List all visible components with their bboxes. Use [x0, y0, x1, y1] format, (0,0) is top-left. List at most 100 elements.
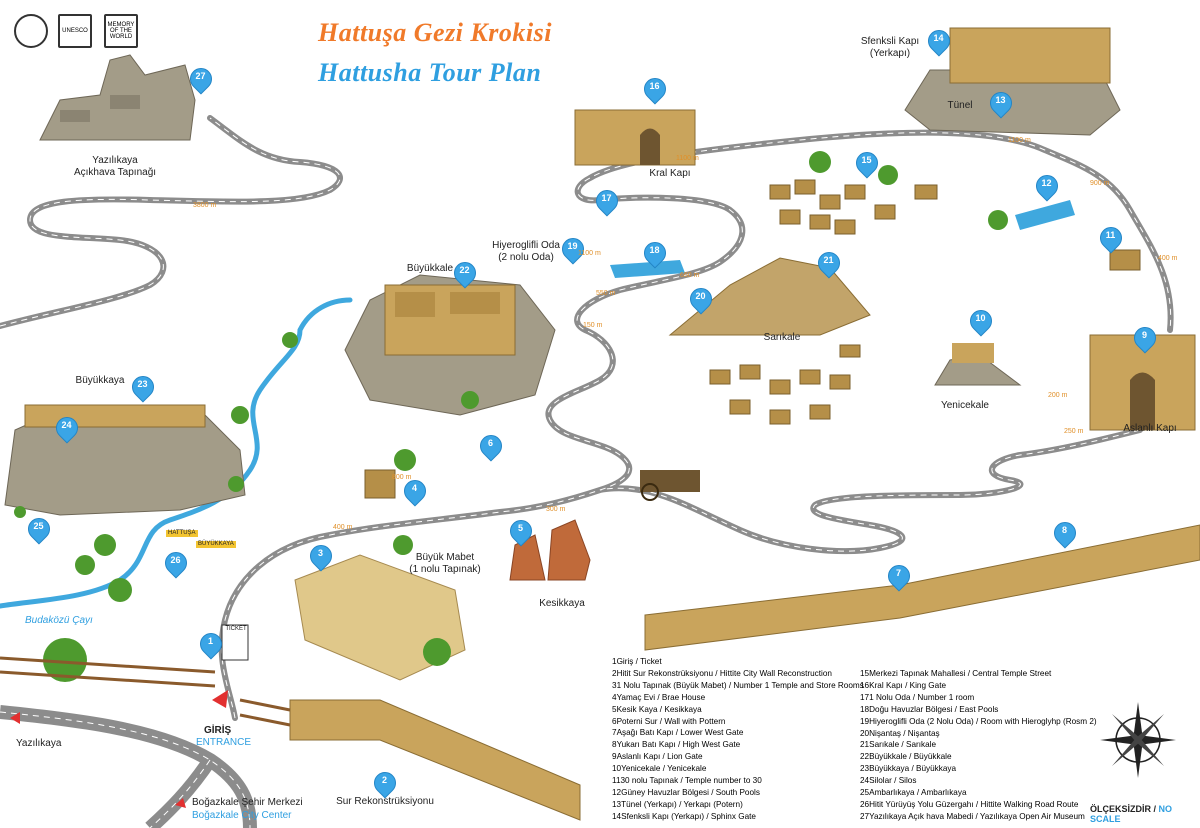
distance-marker: 300 m: [546, 506, 566, 513]
map-pin-18[interactable]: 18: [639, 237, 671, 270]
legend-separator: /: [633, 657, 641, 666]
legend-name-tr: Sfenksli Kapı (Yerkapı): [621, 811, 705, 821]
map-pin-8[interactable]: 8: [1049, 517, 1081, 550]
map-pin-number: 23: [137, 379, 148, 389]
legend-row: 21Sarıkale / Sarıkale: [860, 739, 1097, 751]
scale-note: ÖLÇEKSİZDİR / NO SCALE: [1090, 804, 1173, 824]
buyukkale-citadel: [344, 274, 556, 416]
place-label-2: Sur Rekonstrüksiyonu: [330, 796, 440, 808]
legend-separator: /: [900, 728, 908, 738]
map-pin-11[interactable]: 11: [1095, 222, 1127, 255]
map-pin-24[interactable]: 24: [51, 412, 83, 445]
legend-name-en: Ambarlıkaya: [921, 788, 967, 798]
map-pin-number: 14: [933, 33, 944, 43]
legend-name-tr: Silolar: [869, 776, 892, 786]
city-wall: [644, 524, 1200, 651]
map-pin-number: 3: [317, 548, 323, 558]
place-label-line: (Yerkapı): [869, 47, 911, 59]
legend-name-tr: 30 nolu Tapınak: [620, 776, 679, 786]
map-pin-2[interactable]: 2: [369, 767, 401, 800]
legend-row: 26Hitit Yürüyüş Yolu Güzergahı / Hittite…: [860, 799, 1097, 811]
legend-number: 21: [860, 740, 870, 750]
legend-name-en: Central Temple Street: [972, 669, 1052, 678]
map-pin-14[interactable]: 14: [923, 25, 955, 58]
legend-separator: /: [906, 752, 914, 762]
place-label-line: Kral Kapı: [649, 168, 691, 179]
map-pin-17[interactable]: 17: [591, 185, 623, 218]
map-pin-25[interactable]: 25: [23, 513, 55, 546]
compass-icon: [1098, 700, 1178, 780]
place-label-21: Sarıkale: [752, 332, 812, 344]
map-pin-27[interactable]: 27: [185, 63, 217, 96]
kesikkaya-rock: [509, 519, 591, 581]
map-pin-21[interactable]: 21: [813, 247, 845, 280]
map-pin-13[interactable]: 13: [985, 87, 1017, 120]
map-pin-9[interactable]: 9: [1129, 322, 1161, 355]
legend-separator: /: [660, 752, 668, 762]
map-pin-7[interactable]: 7: [883, 560, 915, 593]
direction-arrows: [10, 690, 228, 808]
map-pin-number: 5: [517, 523, 523, 533]
legend-separator: /: [678, 776, 685, 786]
map-pin-number: 6: [487, 438, 493, 448]
legend-row: 23Büyükkaya / Büyükkaya: [860, 763, 1097, 775]
legend-number: 14: [612, 811, 622, 821]
map-pin-number: 1: [207, 636, 213, 646]
map-pin-26[interactable]: 26: [160, 547, 192, 580]
legend-row: 2Hitit Sur Rekonstrüksiyonu / Hittite Ci…: [612, 668, 864, 680]
legend-name-en: Brae House: [661, 692, 706, 702]
map-pin-12[interactable]: 12: [1031, 170, 1063, 203]
great-temple: [294, 554, 466, 681]
city-center-label-tr: Boğazkale Şehir Merkezi: [192, 797, 303, 808]
place-label-line: Yazılıkaya: [92, 155, 138, 166]
legend-separator: /: [910, 692, 918, 702]
legend-separator: /: [704, 811, 711, 821]
place-label-13: Tünel: [940, 100, 980, 112]
map-pin-19[interactable]: 19: [557, 233, 589, 266]
map-pin-6[interactable]: 6: [475, 430, 507, 463]
legend-number: 10: [612, 764, 622, 774]
legend-name-en: Lion Gate: [667, 752, 703, 762]
legend-number: 20: [860, 728, 870, 738]
map-pin-4[interactable]: 4: [399, 475, 431, 508]
legend-separator: /: [973, 811, 980, 821]
legend-separator: /: [657, 716, 665, 726]
legend-number: 17: [860, 692, 870, 702]
legend-name-en: Büyükkale: [913, 752, 952, 762]
map-pin-3[interactable]: 3: [305, 540, 337, 573]
legend-separator: /: [973, 716, 981, 726]
legend-name-tr: Ambarlıkaya: [869, 788, 915, 798]
place-label-line: Hiyeroglifli Oda: [492, 240, 560, 251]
legend-name-tr: Aslanlı Kapı: [616, 752, 661, 762]
sign-hattusa: HATTUŞA: [166, 530, 198, 537]
fence: [0, 656, 291, 727]
map-pin-number: 20: [695, 291, 706, 301]
legend-number: 1: [612, 657, 617, 666]
unesco-logo-icon: UNESCO: [58, 14, 92, 48]
map-pin-1[interactable]: 1: [195, 628, 227, 661]
legend-name-en: High West Gate: [682, 740, 741, 750]
map-pin-16[interactable]: 16: [639, 73, 671, 106]
legend-name-en: Sphinx Gate: [710, 811, 756, 821]
legend-row: 12Güney Havuzlar Bölgesi / South Pools: [612, 787, 864, 799]
legend-number: 18: [860, 704, 870, 714]
title-english: Hattusha Tour Plan: [318, 58, 542, 87]
distance-marker: 650 m: [680, 272, 700, 279]
map-pin-10[interactable]: 10: [965, 305, 997, 338]
legend-number: 2: [612, 668, 617, 678]
map-pin-5[interactable]: 5: [505, 515, 537, 548]
legend-number: 9: [612, 752, 617, 762]
distance-marker: 800 m: [392, 474, 412, 481]
buyukkaya-hill: [4, 404, 246, 516]
map-pin-20[interactable]: 20: [685, 283, 717, 316]
map-pin-15[interactable]: 15: [851, 147, 883, 180]
map-pin-22[interactable]: 22: [449, 257, 481, 290]
reconstruction-wall: [289, 699, 581, 821]
legend-separator: /: [909, 764, 916, 774]
legend-name-en: East Pools: [959, 704, 999, 714]
map-pin-23[interactable]: 23: [127, 371, 159, 404]
map-pin-number: 22: [459, 265, 470, 275]
legend-separator: /: [726, 680, 734, 690]
legend-name-en: Silos: [898, 776, 917, 786]
